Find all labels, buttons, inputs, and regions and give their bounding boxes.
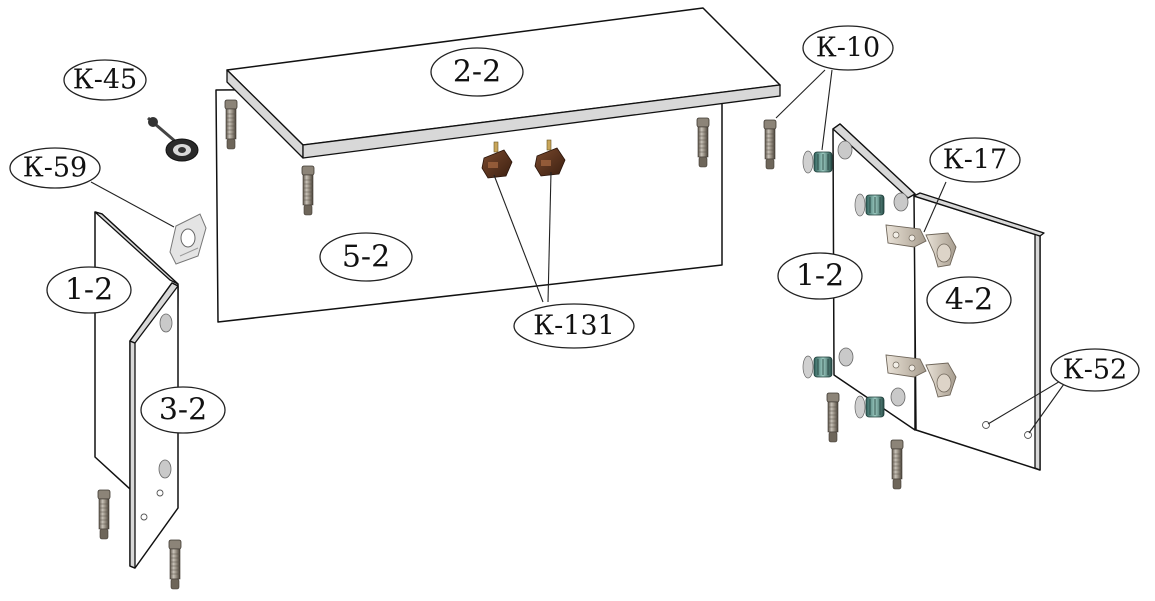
label-part-1-2-left-text: 1-2 bbox=[65, 273, 113, 308]
label-k10: К-10 bbox=[802, 25, 894, 71]
dowel-icon bbox=[696, 117, 710, 168]
label-part-2-2: 2-2 bbox=[430, 47, 524, 97]
cam-connector-icon bbox=[854, 395, 885, 419]
cam-connector-icon bbox=[854, 193, 885, 217]
dowel-icon bbox=[763, 119, 777, 170]
label-part-4-2: 4-2 bbox=[926, 276, 1012, 324]
dowel-icon bbox=[168, 539, 182, 590]
label-part-4-2-text: 4-2 bbox=[945, 283, 993, 318]
label-part-3-2: 3-2 bbox=[140, 386, 226, 434]
label-k10-text: К-10 bbox=[816, 33, 880, 64]
dowel-icon bbox=[301, 165, 315, 216]
label-k45-text: К-45 bbox=[73, 65, 137, 96]
label-part-5-2-text: 5-2 bbox=[342, 240, 390, 275]
label-part-1-2-left: 1-2 bbox=[46, 266, 132, 314]
cam-connector-icon bbox=[802, 355, 833, 379]
label-part-2-2-text: 2-2 bbox=[453, 55, 501, 90]
dowel-icon bbox=[826, 392, 840, 443]
label-k17-text: К-17 bbox=[943, 145, 1007, 176]
mounting-plate-icon bbox=[169, 213, 207, 265]
label-k52-text: К-52 bbox=[1063, 355, 1127, 386]
dowel-icon bbox=[97, 489, 111, 540]
cam-connector-icon bbox=[802, 150, 833, 174]
label-part-5-2: 5-2 bbox=[319, 232, 413, 282]
right-side-panel-1-2 bbox=[832, 123, 916, 431]
label-part-3-2-text: 3-2 bbox=[159, 393, 207, 428]
label-k59: К-59 bbox=[9, 147, 101, 189]
label-part-1-2-right: 1-2 bbox=[777, 252, 863, 300]
label-k45: К-45 bbox=[63, 59, 147, 101]
dowel-icon bbox=[224, 99, 238, 150]
label-k131-text: К-131 bbox=[533, 311, 615, 342]
label-k17: К-17 bbox=[929, 137, 1021, 183]
label-k131: К-131 bbox=[513, 303, 635, 349]
label-k52: К-52 bbox=[1050, 348, 1140, 392]
label-part-1-2-right-text: 1-2 bbox=[796, 259, 844, 294]
screw-washer-icon bbox=[147, 116, 199, 162]
dowel-icon bbox=[890, 439, 904, 490]
label-k59-text: К-59 bbox=[23, 153, 87, 184]
